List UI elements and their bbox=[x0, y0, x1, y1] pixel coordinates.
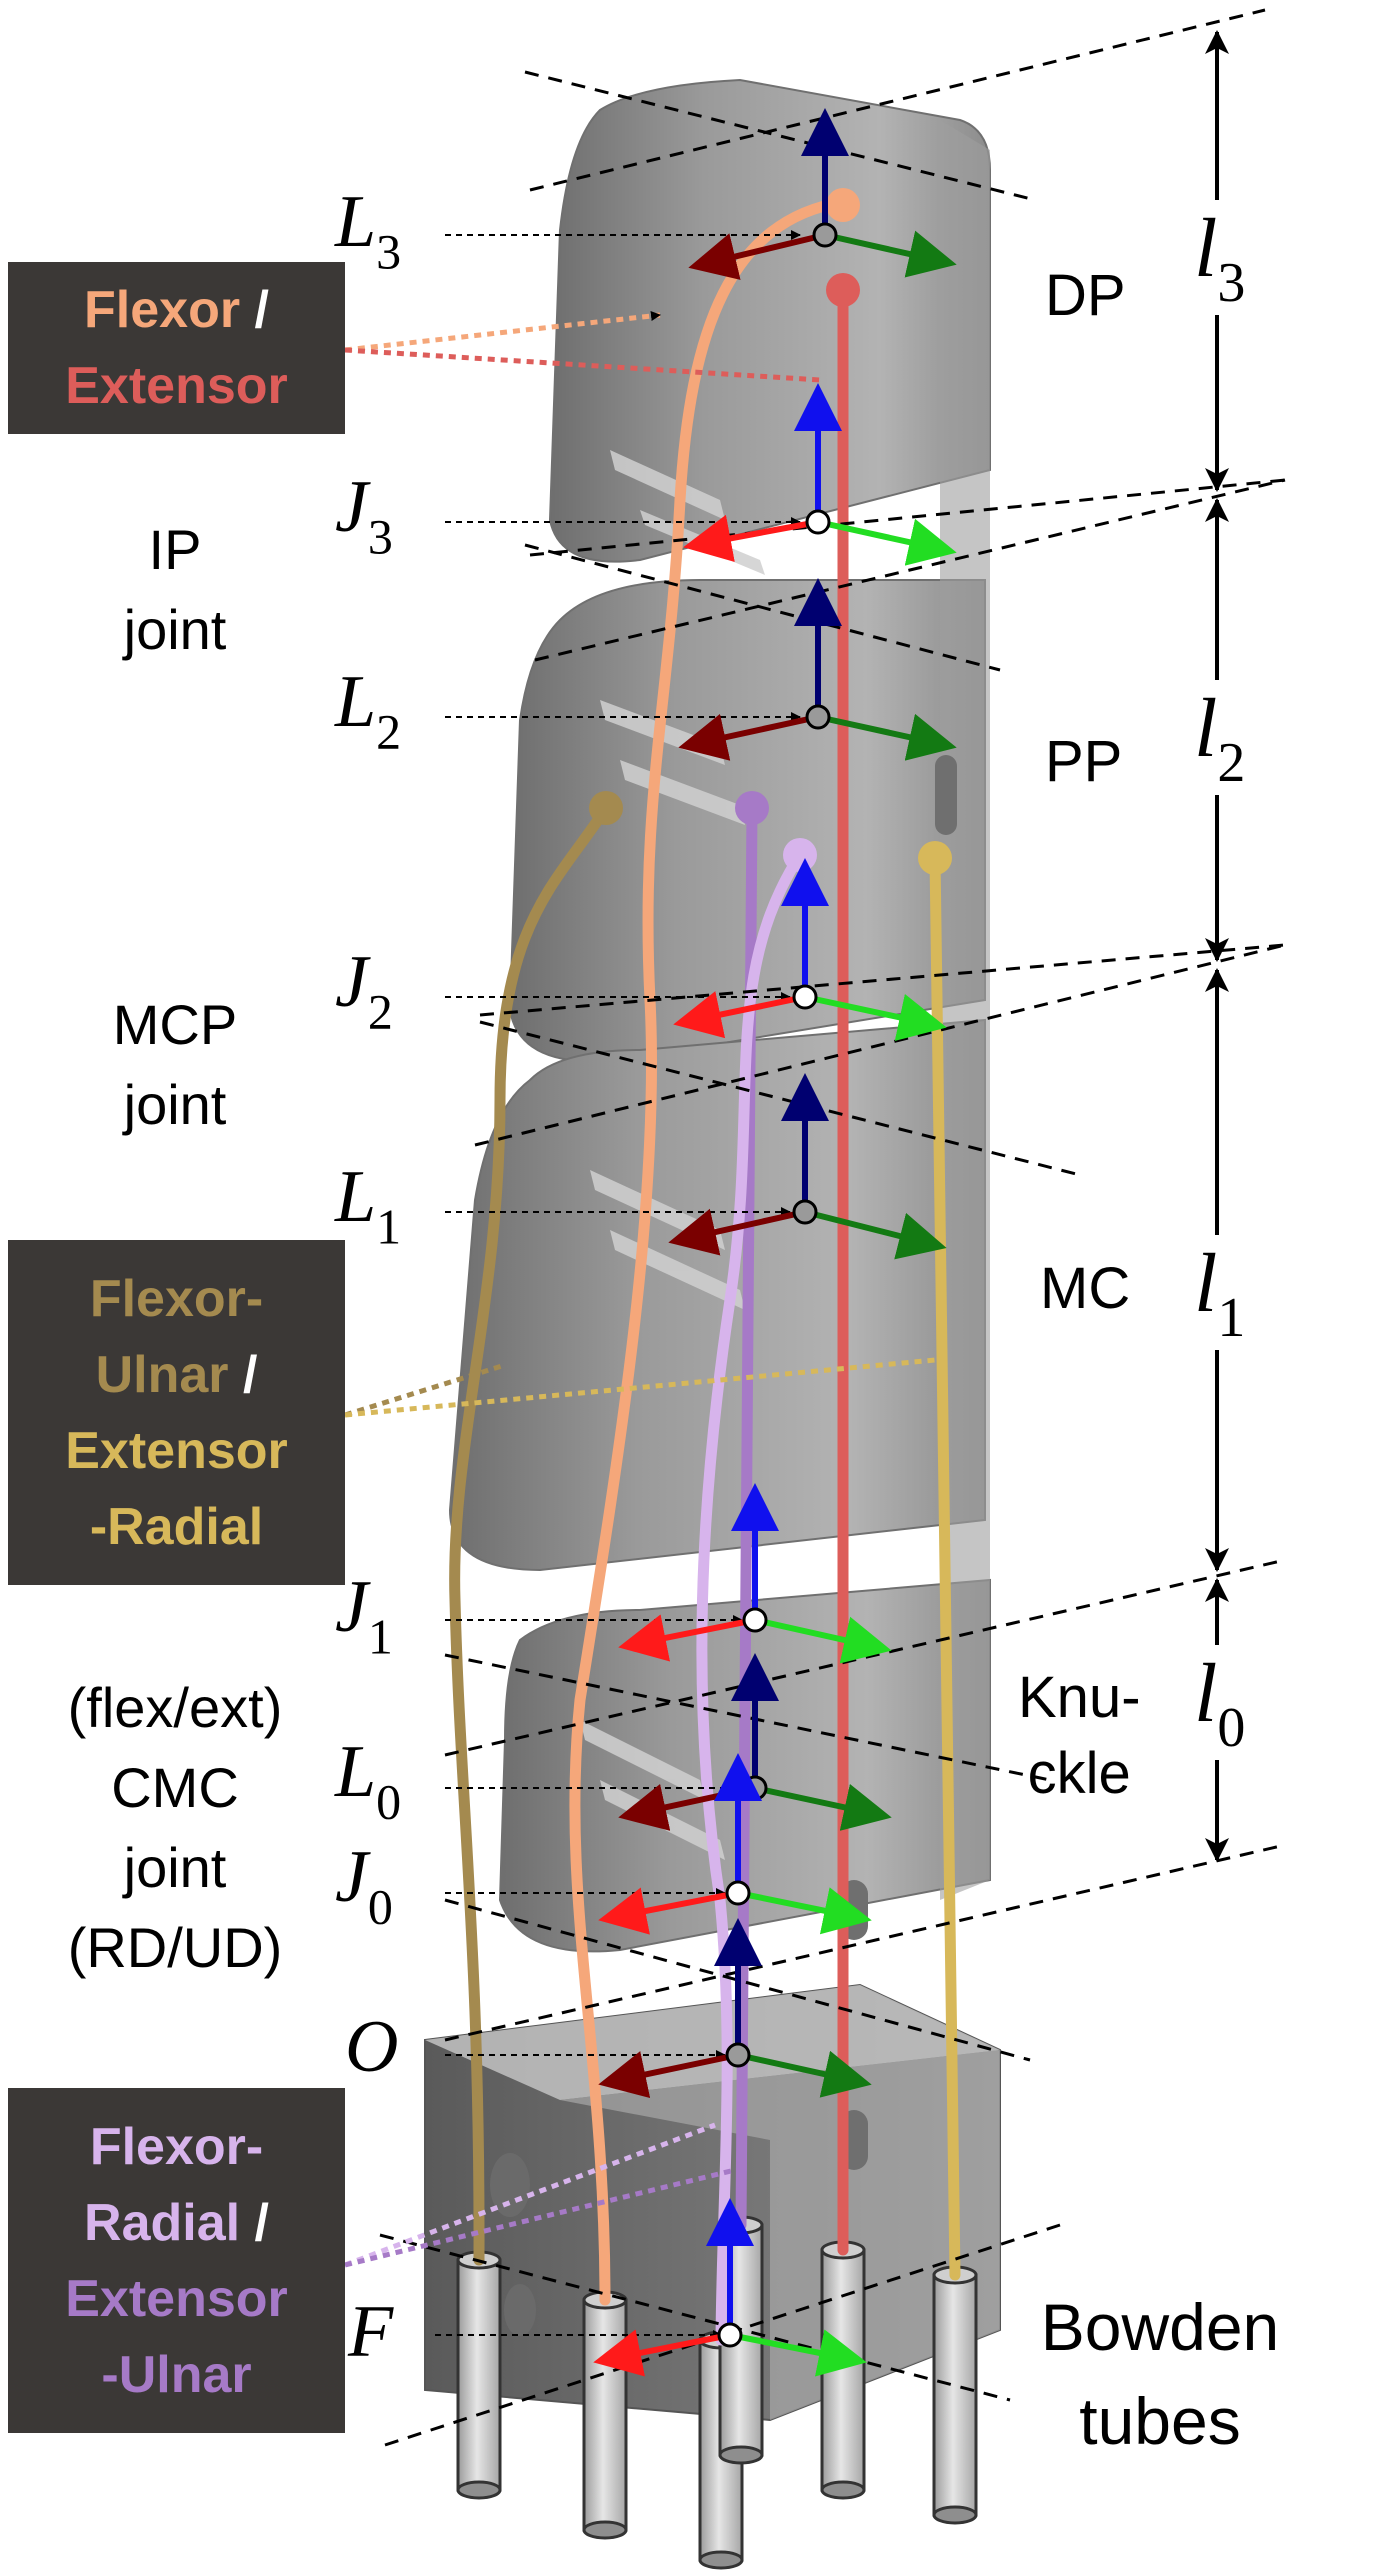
frame-F bbox=[593, 2198, 867, 2377]
coordinate-frames bbox=[593, 108, 957, 2377]
legend-flexor-ulnar-text-1: Flexor- bbox=[89, 1269, 264, 1328]
frame-label-L2: L2 bbox=[335, 661, 402, 760]
segment-mc-label: MC bbox=[1040, 1256, 1131, 1321]
anchor-extensor-ulnar bbox=[735, 791, 769, 825]
legend-flexor-ulnar-text-2: Ulnar bbox=[95, 1345, 229, 1404]
tendon-flexor-ulnar bbox=[449, 802, 612, 2266]
frame-label-J2: J2 bbox=[335, 941, 393, 1040]
legend-flexor-text: Flexor bbox=[84, 281, 241, 339]
legend-extensor-ulnar-text-1: Extensor bbox=[65, 2269, 288, 2328]
anchor-flexor-radial bbox=[783, 838, 817, 872]
bowden-tube bbox=[582, 2290, 628, 2540]
legend-box-flexor-radial-extensor-ulnar: Flexor- Radial / Extensor -Ulnar bbox=[8, 2088, 345, 2433]
frame-L2 bbox=[678, 578, 957, 761]
legend-extensor-radial-text-1: Extensor bbox=[65, 1421, 288, 1480]
legend-extensor-ulnar-text-2: -Ulnar bbox=[101, 2345, 252, 2404]
segment-dp-label: DP bbox=[1045, 263, 1126, 328]
frame-J1 bbox=[618, 1483, 892, 1664]
length-label-l2: l2 bbox=[1190, 680, 1250, 796]
frame-L3 bbox=[688, 108, 957, 280]
length-label-l0: l0 bbox=[1190, 1645, 1250, 1761]
length-label-l1: l1 bbox=[1190, 1235, 1250, 1351]
bowden-tube bbox=[820, 2240, 866, 2500]
bowden-tube bbox=[456, 2250, 502, 2500]
legend-box-flexor-ulnar-extensor-radial: Flexor- Ulnar / Extensor -Radial bbox=[8, 1240, 345, 1585]
legend-box-flexor-extensor: Flexor / Extensor bbox=[8, 262, 345, 434]
bowden-tube bbox=[932, 2265, 978, 2525]
frame-label-L1: L1 bbox=[335, 1156, 402, 1255]
anchor-extensor-radial bbox=[918, 841, 952, 875]
distal-phalanx bbox=[548, 78, 991, 563]
finger-body bbox=[424, 78, 1001, 2570]
frame-label-J3: J3 bbox=[335, 466, 393, 565]
legend-flexor-radial-text-1: Flexor- bbox=[89, 2117, 264, 2176]
segment-pp-label: PP bbox=[1045, 729, 1123, 794]
frame-label-O: O bbox=[345, 2006, 399, 2088]
length-label-l3: l3 bbox=[1190, 200, 1250, 316]
frame-J0 bbox=[598, 1753, 872, 1935]
bowden-tubes-label: Bowden tubes bbox=[1040, 2290, 1280, 2458]
anchor-flexor bbox=[826, 188, 860, 222]
tendon-extensor-radial bbox=[929, 852, 961, 2281]
frame-J2 bbox=[673, 858, 947, 1041]
mcp-joint-label: MCP joint bbox=[112, 993, 238, 1136]
legend-separator: / bbox=[228, 1345, 258, 1404]
frame-L1 bbox=[668, 1073, 947, 1260]
legend-separator: / bbox=[240, 2193, 269, 2252]
cmc-joint-label: (flex/ext) CMC joint (RD/UD) bbox=[67, 1676, 283, 1979]
tendon-extensor-ulnar bbox=[735, 802, 758, 2231]
boundary-lines bbox=[379, 8, 1286, 2447]
anchor-extensor bbox=[826, 273, 860, 307]
segment-knuckle-label: Knu- ckle bbox=[1018, 1665, 1141, 1806]
frame-label-L3: L3 bbox=[335, 181, 402, 280]
frame-leaders bbox=[435, 230, 801, 2340]
legend-separator: / bbox=[240, 281, 269, 339]
tendon-flexor-radial bbox=[696, 849, 806, 2346]
legend-extensor-text: Extensor bbox=[65, 357, 288, 415]
frame-J3 bbox=[683, 383, 957, 566]
frame-label-L0: L0 bbox=[335, 1731, 402, 1830]
frame-label-F: F bbox=[348, 2291, 394, 2373]
anchor-flexor-ulnar bbox=[589, 791, 623, 825]
frame-label-J0: J0 bbox=[335, 1836, 393, 1935]
frame-O bbox=[598, 1918, 872, 2099]
legend-flexor-radial-text-2: Radial bbox=[84, 2193, 241, 2252]
frame-label-J1: J1 bbox=[335, 1566, 393, 1665]
legend-pointers bbox=[344, 311, 936, 2268]
ip-joint-label: IP joint bbox=[123, 518, 227, 661]
legend-extensor-radial-text-2: -Radial bbox=[89, 1497, 264, 1556]
tendon-flexor bbox=[569, 196, 849, 2306]
